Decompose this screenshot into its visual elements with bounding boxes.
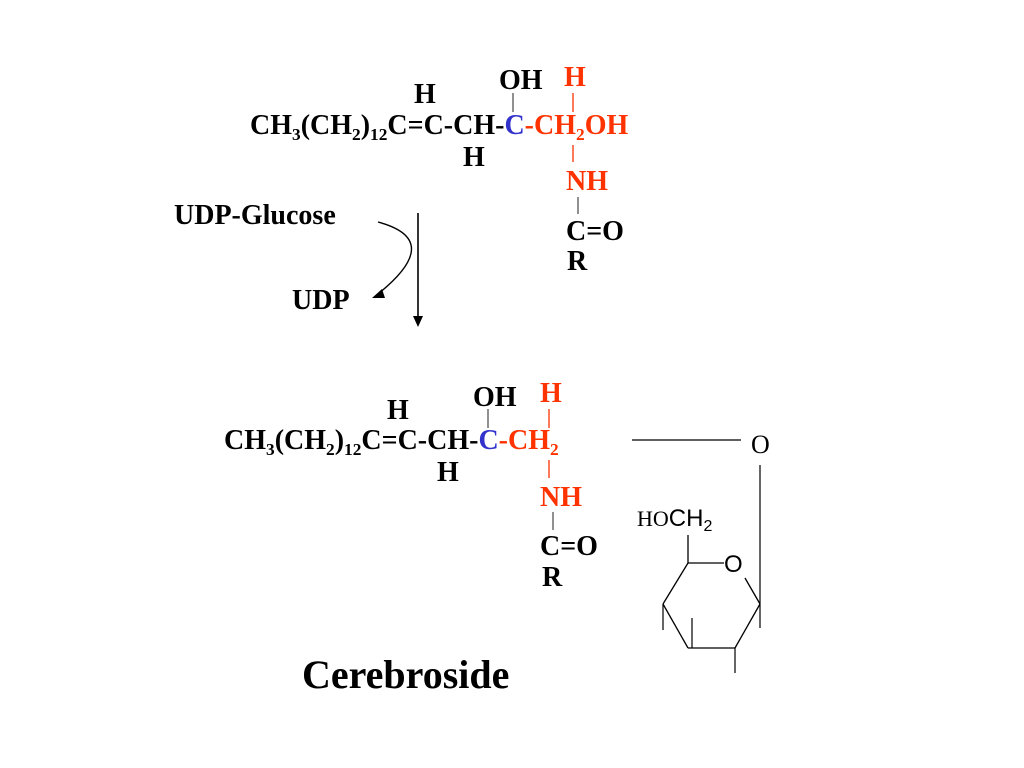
bottom-h-upper-label: H: [387, 395, 409, 426]
bottom-chain-sub2: 2: [326, 439, 335, 459]
top-chain-sub12: 12: [370, 124, 388, 144]
ring-bond-2: [744, 577, 761, 605]
bottom-chain-ch: CH: [224, 425, 266, 456]
bottom-chain-sub3: 3: [266, 439, 275, 459]
ring-bond-6: [662, 562, 689, 605]
ring-o-label: O: [724, 551, 743, 578]
top-chiral-carbon: C: [504, 110, 525, 141]
glycosidic-o-label: O: [751, 430, 770, 459]
bottom-tail-ch: -CH: [498, 425, 550, 456]
bottom-chiral-carbon: C: [478, 425, 499, 456]
top-chain-rest: C=C-CH-: [387, 110, 505, 141]
top-tail-oh: OH: [584, 110, 629, 141]
reactant-label: UDP-Glucose: [174, 200, 336, 231]
ring-bond-5: [662, 603, 689, 649]
bottom-oh-label: OH: [473, 382, 517, 413]
top-chain-formula: CH3(CH2)12C=C-CH-C-CH2OH: [250, 110, 629, 143]
sugar-ho: HO: [637, 506, 669, 531]
top-h-upper-label: H: [414, 79, 436, 110]
top-h-red-label: H: [564, 62, 586, 93]
bottom-nh-label: NH: [540, 482, 582, 513]
bottom-h-lower-label: H: [437, 457, 459, 488]
sugar-sub2: 2: [703, 518, 713, 536]
top-chain-close: ): [360, 110, 371, 141]
bottom-chain-formula: CH3(CH2)12C=C-CH-C-CH2: [224, 425, 559, 458]
top-chain-ch: CH: [250, 110, 292, 141]
sugar-ch: CH: [668, 505, 704, 532]
bottom-chain-open: (CH: [274, 425, 327, 456]
main-arrowhead: [413, 316, 423, 327]
top-r-label: R: [567, 246, 588, 277]
side-arrowhead: [372, 289, 385, 298]
side-curve-arrow: [377, 221, 413, 295]
caption-label: Cerebroside: [302, 652, 510, 697]
byproduct-label: UDP: [292, 285, 350, 316]
top-tail-ch: -CH: [524, 110, 576, 141]
top-oh-label: OH: [499, 65, 543, 96]
bottom-h-red-label: H: [540, 378, 562, 409]
bottom-chain-rest: C=C-CH-: [361, 425, 479, 456]
bottom-r-label: R: [542, 562, 563, 593]
top-chain-sub3: 3: [292, 124, 301, 144]
top-nh-label: NH: [566, 166, 608, 197]
bottom-co-label: C=O: [540, 531, 598, 562]
top-chain-sub2: 2: [352, 124, 361, 144]
sugar-ho-ch2-label: HOCH2: [637, 505, 712, 535]
top-h-lower-label: H: [463, 142, 485, 173]
bottom-tail-sub2: 2: [550, 439, 559, 459]
top-tail-sub2: 2: [576, 124, 585, 144]
bottom-chain-close: ): [334, 425, 345, 456]
ring-bond-3: [734, 603, 761, 649]
bottom-chain-sub12: 12: [344, 439, 362, 459]
top-chain-open: (CH: [300, 110, 353, 141]
top-co-label: C=O: [566, 216, 624, 247]
